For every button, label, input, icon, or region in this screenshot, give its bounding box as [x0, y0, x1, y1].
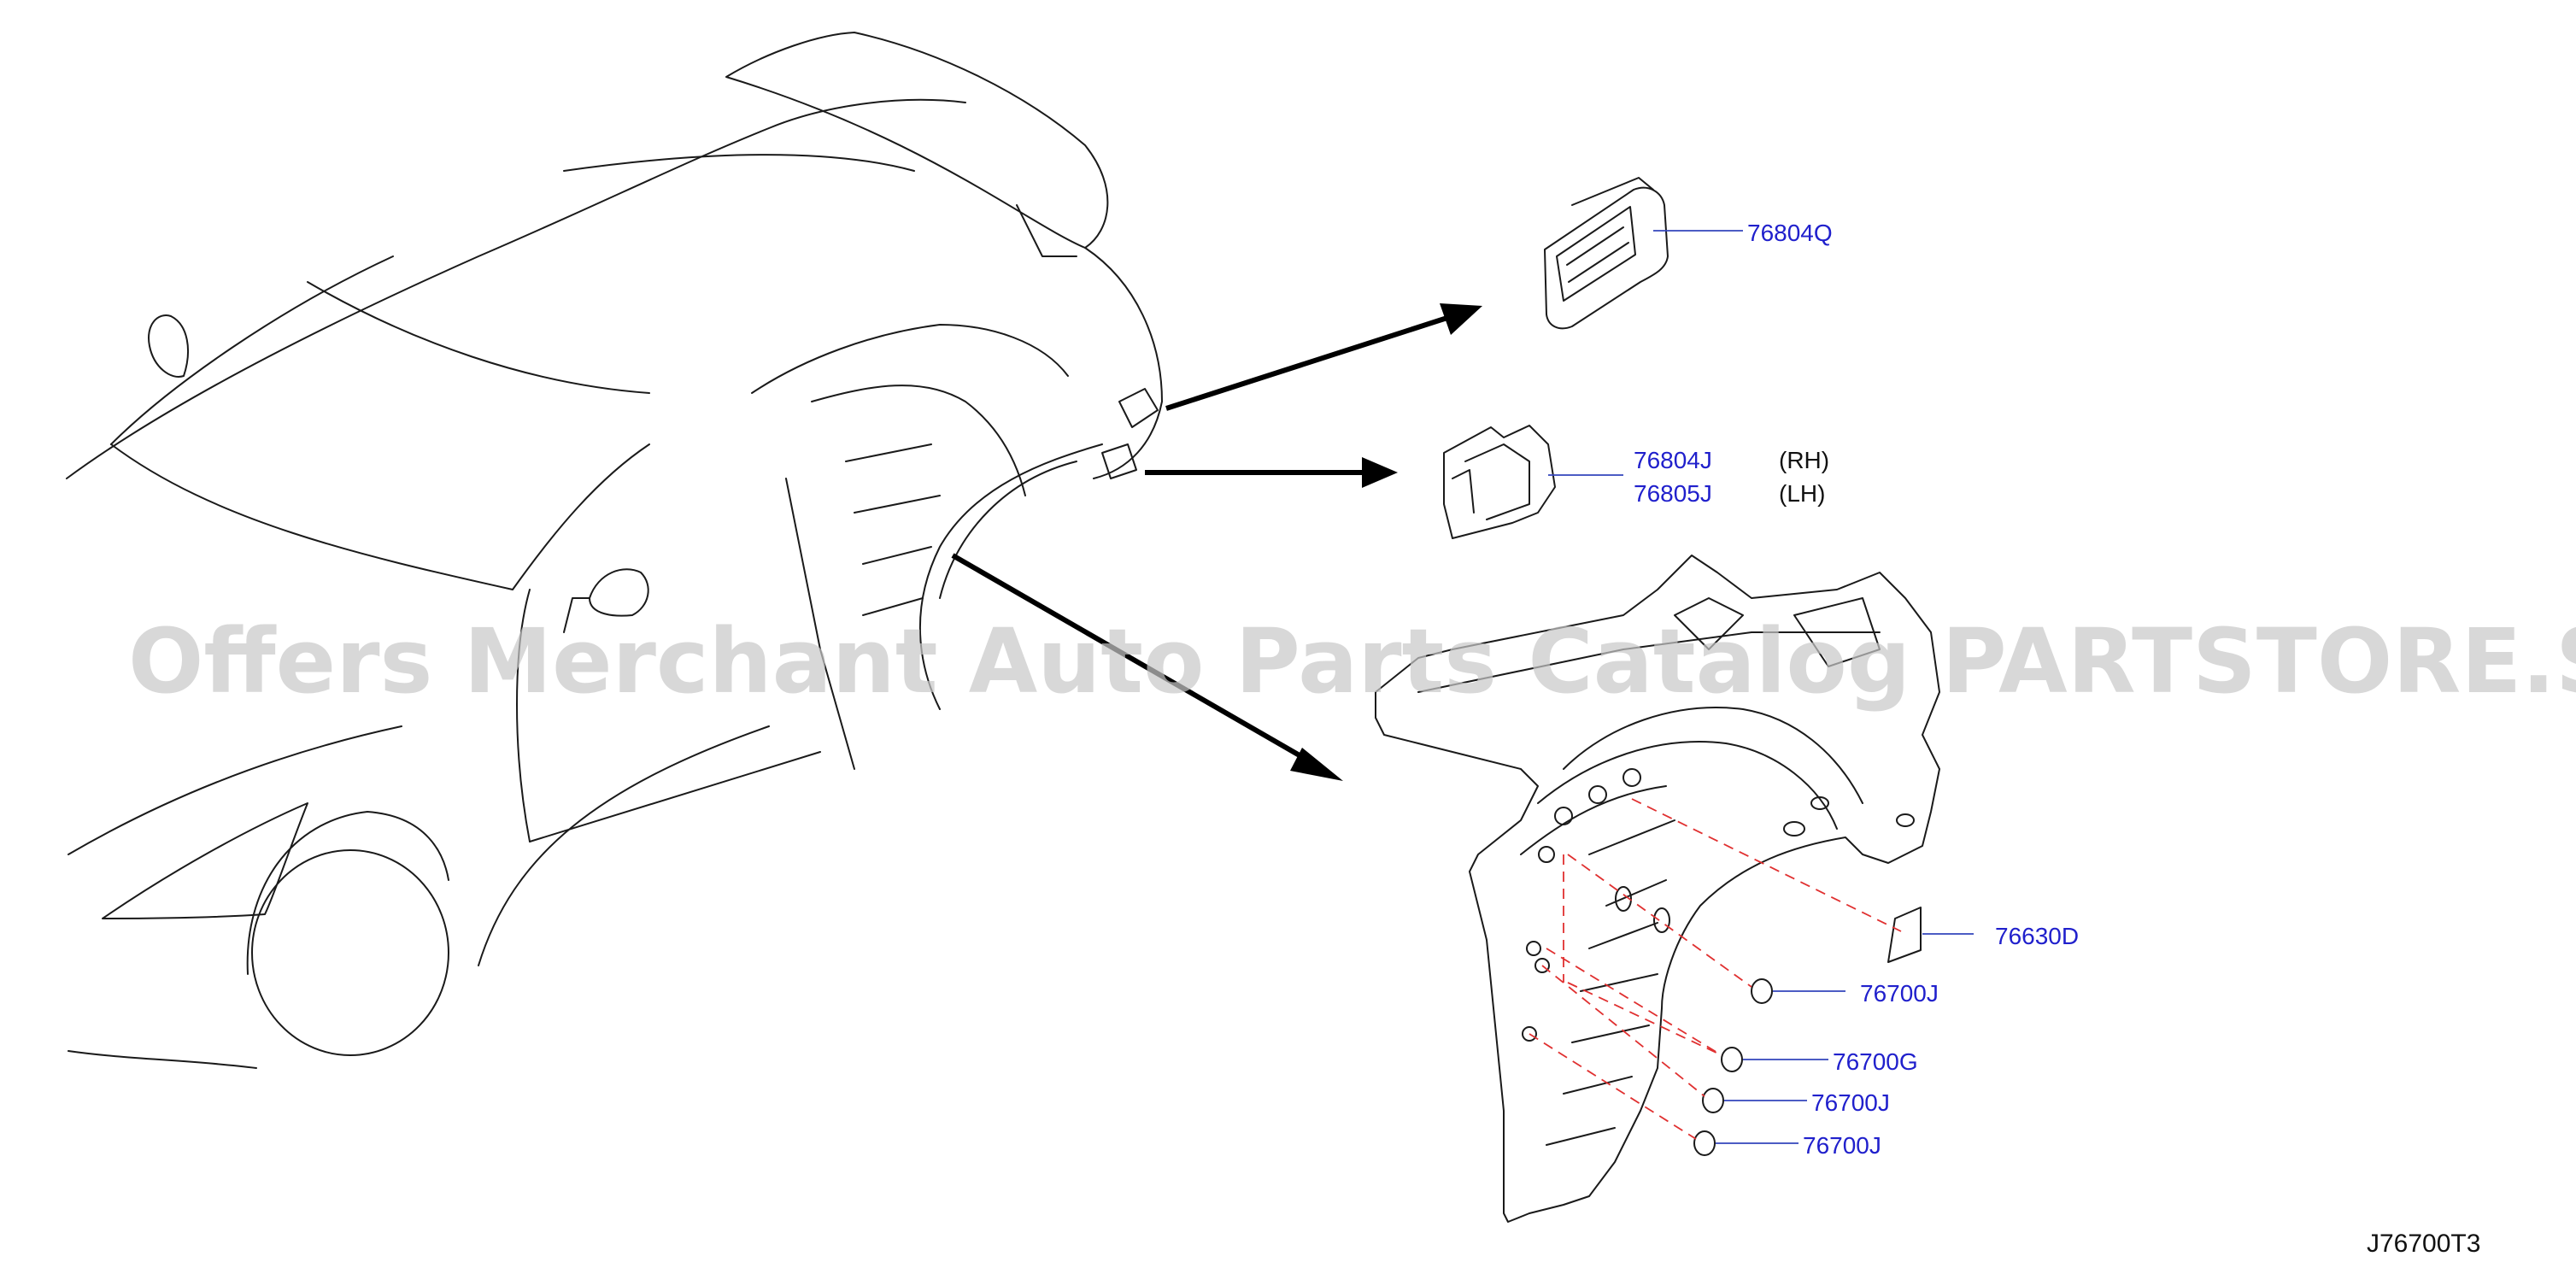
- leader-lines: [1548, 230, 1974, 1144]
- car-body-drawing: [66, 32, 1163, 1069]
- part-label-76805J: 76805J: [1634, 480, 1712, 507]
- part-side-rh: (RH): [1779, 447, 1829, 473]
- wheelhouse-panel-drawing: [1375, 555, 1940, 1223]
- watermark-text: Offers Merchant Auto Parts Catalog PARTS…: [128, 609, 2576, 713]
- grommet-76804Q-drawing: [1544, 177, 1669, 330]
- assembly-dashed-lines: [1529, 798, 1902, 1140]
- bracket-76804J-drawing: [1443, 425, 1556, 539]
- part-side-lh: (LH): [1779, 480, 1825, 507]
- diagram-code: J76700T3: [2367, 1230, 2480, 1258]
- part-label-76700J-2: 76700J: [1811, 1089, 1890, 1116]
- small-parts-drawing: [1693, 907, 1922, 1156]
- part-label-76700J-1: 76700J: [1860, 980, 1939, 1007]
- part-label-76700G: 76700G: [1833, 1048, 1918, 1075]
- pointer-arrows: [951, 303, 1482, 781]
- part-label-76804Q: 76804Q: [1747, 220, 1833, 246]
- part-label-76630D: 76630D: [1995, 923, 2079, 949]
- arrow-to-wheelhouse: [951, 553, 1317, 767]
- arrow-to-grommet: [1165, 314, 1453, 411]
- part-labels: 76804Q 76804J (RH) 76805J (LH) 76630D 76…: [1634, 220, 2079, 1159]
- part-label-76804J: 76804J: [1634, 447, 1712, 473]
- part-label-76700J-3: 76700J: [1803, 1132, 1881, 1159]
